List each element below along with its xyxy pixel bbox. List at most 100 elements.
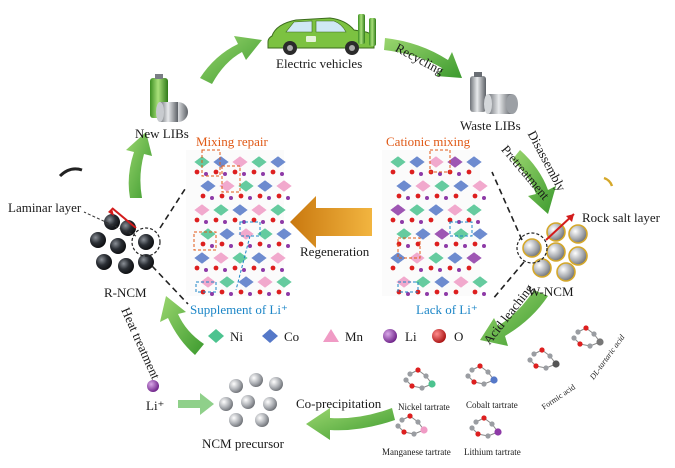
- tm-octahedron: [471, 275, 489, 289]
- label-r-ncm: R-NCM: [104, 285, 147, 300]
- molecule-atom: [485, 433, 491, 439]
- oxygen-atom: [238, 289, 244, 295]
- lithium-atom: [444, 244, 448, 248]
- rock-salt-layer-icon: [603, 176, 614, 187]
- tm-octahedron: [212, 155, 230, 169]
- molecule-atom: [473, 419, 479, 425]
- legend-swatch-co: [262, 329, 278, 343]
- molecule-atom: [531, 351, 537, 357]
- molecule-atom: [571, 335, 577, 341]
- legend-label-co: Co: [284, 329, 299, 344]
- lithium-atom: [223, 172, 227, 176]
- legend-swatch-li: [383, 329, 397, 343]
- oxygen-atom: [396, 241, 402, 247]
- arrow-ev-to-waste: [384, 38, 462, 78]
- tm-octahedron: [199, 179, 217, 193]
- lithium-atom: [248, 244, 252, 248]
- tm-octahedron: [471, 179, 489, 193]
- tm-octahedron: [231, 203, 249, 217]
- oxygen-atom: [434, 193, 440, 199]
- label-supplement-li: Supplement of Li⁺: [190, 302, 288, 317]
- lithium-atom: [406, 244, 410, 248]
- oxygen-atom: [276, 289, 282, 295]
- oxygen-atom: [453, 241, 459, 247]
- label-mixing-repair: Mixing repair: [196, 134, 268, 149]
- lithium-atom: [476, 220, 480, 224]
- molecule-atom: [481, 415, 487, 421]
- lithium-atom: [482, 196, 486, 200]
- molecule-atom: [469, 425, 475, 431]
- label-regeneration: Regeneration: [300, 244, 370, 259]
- label-waste-libs: Waste LIBs: [460, 118, 521, 133]
- regeneration-arrow: [290, 196, 372, 248]
- legend-swatch-o: [432, 329, 446, 343]
- tm-octahedron: [389, 203, 407, 217]
- tm-octahedron: [269, 155, 287, 169]
- legend-label-ni: Ni: [230, 329, 243, 344]
- molecule-atom: [575, 329, 581, 335]
- oxygen-atom: [200, 193, 206, 199]
- tm-octahedron: [446, 155, 464, 169]
- label-lithium-tartrate: Lithium tartrate: [464, 447, 521, 457]
- lithium-atom: [425, 292, 429, 296]
- oxygen-atom: [434, 289, 440, 295]
- lithium-atom: [406, 196, 410, 200]
- tm-octahedron: [446, 251, 464, 265]
- arrow-leach-to-precursor: [306, 408, 395, 440]
- oxygen-atom: [276, 193, 282, 199]
- tm-octahedron: [446, 203, 464, 217]
- oxygen-atom: [200, 241, 206, 247]
- oxygen-atom: [257, 193, 263, 199]
- tm-octahedron: [433, 275, 451, 289]
- molecule-atom: [577, 341, 583, 347]
- oxygen-atom: [213, 169, 219, 175]
- molecule-atom: [539, 347, 545, 353]
- legend-swatch-mn: [323, 329, 339, 342]
- lithium-atom: [210, 292, 214, 296]
- label-laminar-layer: Laminar layer: [8, 200, 82, 215]
- arrow-waste-to-wncm: [512, 150, 556, 214]
- lithium-atom: [419, 172, 423, 176]
- lithium-atom: [261, 268, 265, 272]
- tm-octahedron: [427, 155, 445, 169]
- oxygen-atom: [251, 265, 257, 271]
- label-ncm-precursor: NCM precursor: [202, 436, 284, 451]
- oxygen-atom: [251, 169, 257, 175]
- lithium-atom: [280, 268, 284, 272]
- tm-octahedron: [465, 251, 483, 265]
- oxygen-atom: [409, 169, 415, 175]
- oxygen-atom: [270, 265, 276, 271]
- molecule-atom: [415, 367, 421, 373]
- molecule-atom: [475, 431, 481, 437]
- lithium-atom: [248, 196, 252, 200]
- oxygen-atom: [270, 169, 276, 175]
- tm-octahedron: [193, 251, 211, 265]
- lithium-atom: [248, 292, 252, 296]
- oxygen-atom: [415, 241, 421, 247]
- oxygen-atom: [415, 193, 421, 199]
- lithium-atom: [425, 196, 429, 200]
- tm-octahedron: [427, 203, 445, 217]
- label-manganese-tartrate: Manganese tartrate: [382, 447, 451, 457]
- tm-octahedron: [452, 227, 470, 241]
- tm-octahedron: [256, 275, 274, 289]
- molecule-atom: [409, 383, 415, 389]
- oxygen-atom: [257, 289, 263, 295]
- lithium-atom: [438, 172, 442, 176]
- lithium-atom: [242, 268, 246, 272]
- lithium-atom: [261, 220, 265, 224]
- oxygen-atom: [276, 241, 282, 247]
- tm-octahedron: [193, 203, 211, 217]
- lithium-atom: [286, 244, 290, 248]
- lithium-atom: [223, 220, 227, 224]
- oxygen-atom: [447, 265, 453, 271]
- oxygen-atom: [219, 289, 225, 295]
- molecule-atom: [494, 428, 502, 436]
- lithium-atom: [444, 292, 448, 296]
- label-li-plus: Li⁺: [146, 398, 165, 413]
- lithium-atom: [457, 172, 461, 176]
- label-w-ncm: W-NCM: [528, 284, 574, 299]
- molecule-atom: [477, 363, 483, 369]
- oxygen-atom: [453, 289, 459, 295]
